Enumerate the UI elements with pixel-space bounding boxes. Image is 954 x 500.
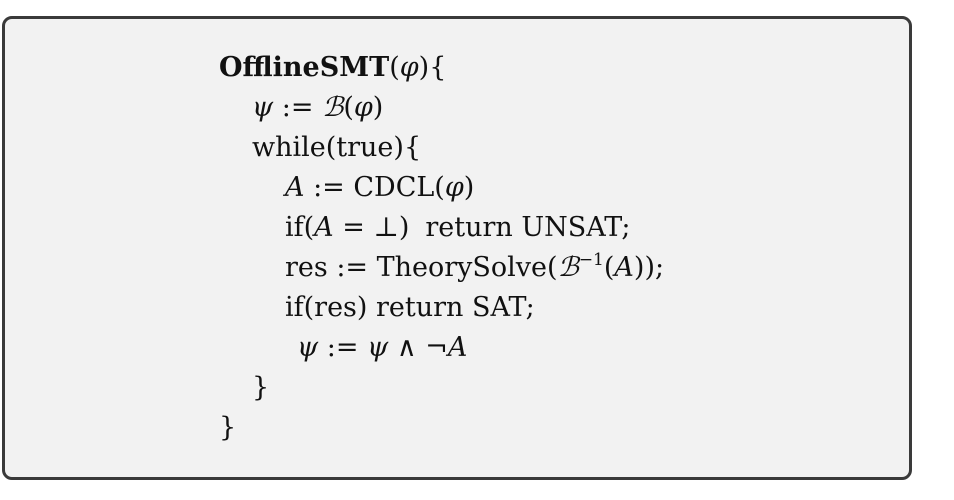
unsat-check-line: if(A = ⊥) return UNSAT; [219,208,664,248]
theory-solve-call: res := TheorySolve( [285,252,558,283]
function-name: OfflineSMT [219,52,390,83]
while-line: while(true){ [252,132,422,163]
paren-open: ( [603,252,615,283]
cdcl-line: A := CDCL(φ) [219,168,664,208]
paren-open: ( [343,92,354,123]
while-close-brace: } [252,372,270,403]
assign-op: := [273,92,323,123]
formula-arg: φ [399,52,419,83]
assignment-var: A [314,212,334,243]
assignment-var: A [447,332,468,363]
paren-open: ( [389,52,400,83]
return-unsat: return UNSAT; [425,212,631,243]
psi-var: ψ [367,332,389,363]
cdcl-call: := CDCL( [304,172,445,203]
bottom-compare: = ⊥) [333,212,410,243]
if-keyword: if( [285,212,315,243]
psi-var: ψ [252,92,274,123]
paren-close: )); [633,252,665,283]
algorithm-box [2,16,912,480]
formula-arg: φ [353,92,373,123]
inverse-superscript: −1 [578,250,604,270]
paren-close: ) [372,92,384,123]
abstraction-fn: ℬ [322,92,344,123]
psi-update-line: ψ := ψ ∧ ¬A [219,328,664,368]
function-close-brace: } [219,412,237,443]
formula-arg: φ [444,172,464,203]
paren-close: ) [463,172,475,203]
theory-solve-line: res := TheorySolve(ℬ−1(A)); [219,248,664,288]
abstraction-fn: ℬ [557,252,579,283]
function-header: OfflineSMT(φ){ [219,48,664,88]
and-not-op: ∧ ¬ [388,332,448,363]
sat-check-line: if(res) return SAT; [285,292,535,323]
paren-close-brace: ){ [418,52,447,83]
psi-init-line: ψ := ℬ(φ) [219,88,664,128]
assignment-var: A [285,172,305,203]
assign-op: := [318,332,368,363]
psi-var: ψ [297,332,319,363]
assignment-var: A [614,252,634,283]
algorithm-listing: OfflineSMT(φ){ ψ := ℬ(φ) while(true){ A … [219,48,664,448]
